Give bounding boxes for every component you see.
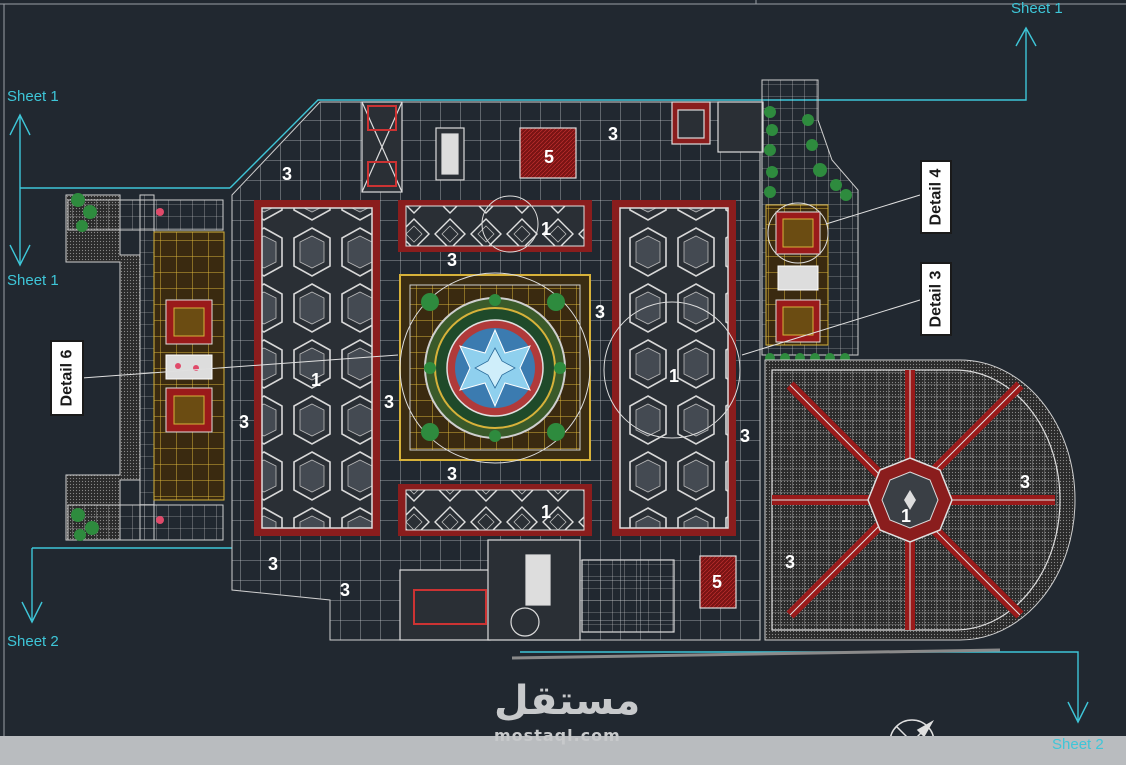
tag-3: 3 (268, 554, 278, 574)
detail-4-callout: Detail 4 (920, 160, 952, 234)
sheet-label-left-lower: Sheet 2 (7, 633, 59, 650)
tag-3: 3 (1020, 472, 1030, 492)
tag-1: 1 (669, 366, 679, 386)
watermark-url: mostaql.com (494, 726, 621, 745)
left-panel (254, 200, 380, 536)
tag-3: 3 (340, 580, 350, 600)
top-strip (398, 195, 592, 253)
bottom-strip (398, 484, 592, 536)
right-panel (603, 200, 741, 536)
east-plaza (764, 359, 1076, 641)
tag-1: 1 (541, 219, 551, 239)
detail-3-label: Detail 3 (927, 270, 945, 328)
detail-6-label: Detail 6 (58, 349, 76, 407)
east-strip (761, 79, 859, 363)
tag-3: 3 (282, 164, 292, 184)
sheet-label-left-upper: Sheet 1 (7, 88, 59, 105)
tag-3: 3 (740, 426, 750, 446)
tag-3: 3 (384, 392, 394, 412)
tag-3: 3 (608, 124, 618, 144)
detail-leaders (81, 194, 921, 379)
detail-4-label: Detail 4 (927, 168, 945, 226)
tag-3: 3 (447, 464, 457, 484)
tag-1: 1 (901, 506, 911, 526)
sheet-label-top-right: Sheet 1 (1011, 0, 1063, 17)
watermark-logo: مستقل (494, 678, 641, 724)
detail-6-callout: Detail 6 (50, 340, 84, 416)
tag-1: 1 (541, 502, 551, 522)
sheet-label-left-middle: Sheet 1 (7, 272, 59, 289)
bottom-status-bar (0, 736, 1126, 765)
tag-3: 3 (785, 552, 795, 572)
west-wing (65, 193, 225, 541)
section-lines (9, 26, 1089, 724)
tag-3: 3 (595, 302, 605, 322)
tag-1: 1 (311, 370, 321, 390)
tag-5: 5 (544, 147, 554, 167)
central-plaza (399, 272, 591, 464)
number-tags: 5 3 3 3 3 3 3 3 3 3 3 3 3 5 1 1 1 1 1 (239, 124, 1030, 600)
tag-3: 3 (239, 412, 249, 432)
detail-3-callout: Detail 3 (920, 262, 952, 336)
tag-3: 3 (447, 250, 457, 270)
north-blocks (361, 101, 764, 193)
south-blocks (399, 539, 737, 641)
sheet-label-bottom-right: Sheet 2 (1052, 736, 1104, 753)
tag-5: 5 (712, 572, 722, 592)
